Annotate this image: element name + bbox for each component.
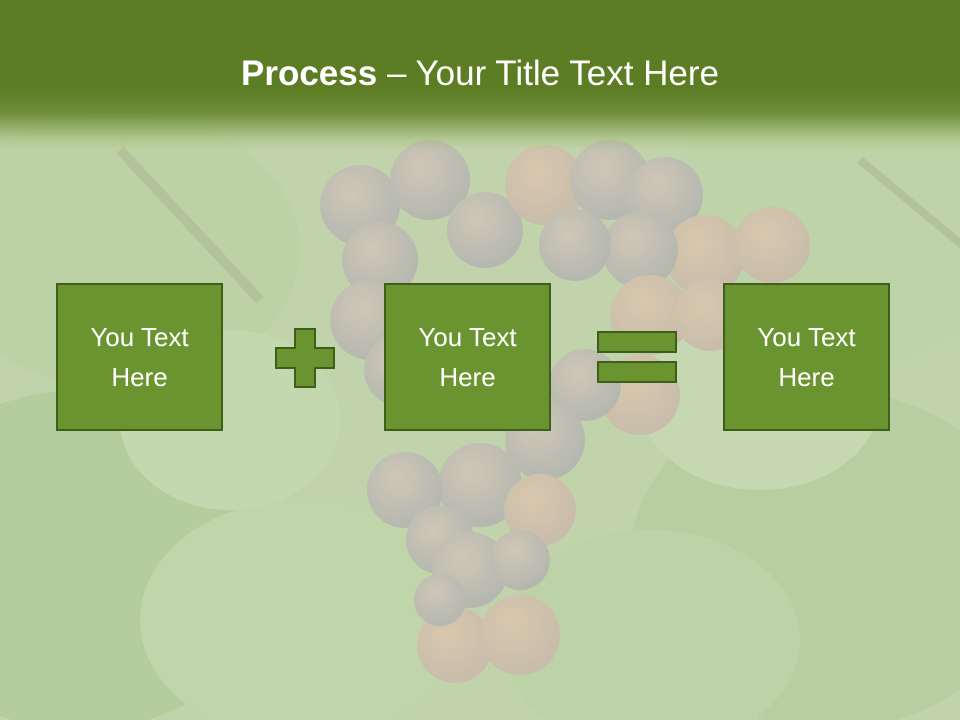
slide-title-bold: Process (241, 54, 378, 93)
title-bar (0, 0, 960, 150)
process-box-2[interactable]: You Text Here (384, 283, 551, 431)
slide-title: Process – Your Title Text Here (0, 52, 960, 96)
process-box-3[interactable]: You Text Here (723, 283, 890, 431)
process-box-1-text: You Text Here (90, 322, 189, 392)
equals-icon (597, 331, 677, 383)
process-box-2-text: You Text Here (418, 322, 517, 392)
process-box-3-text: You Text Here (757, 322, 856, 392)
slide-title-rest: – Your Title Text Here (377, 54, 719, 93)
process-box-1[interactable]: You Text Here (56, 283, 223, 431)
plus-icon (275, 328, 335, 388)
